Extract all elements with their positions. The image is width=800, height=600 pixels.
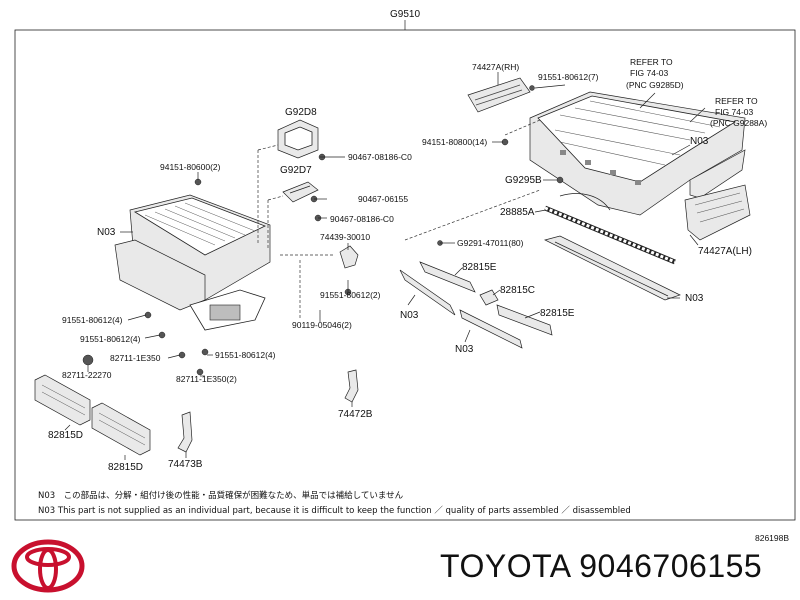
label-74472b: 74472B	[338, 409, 373, 420]
label-90467-08186-c0-a: 90467-08186-C0	[348, 152, 412, 162]
rail-n03	[544, 235, 681, 301]
label-82711-22270: 82711-22270	[62, 370, 112, 380]
assembly-code: G9510	[390, 9, 420, 20]
label-refer2-c: (PNC G9288A)	[710, 118, 767, 128]
label-n03-right: N03	[685, 293, 704, 304]
bus-bar-82815c	[479, 289, 499, 306]
label-91551-80612-4b: 91551-80612(4)	[80, 334, 141, 344]
bracket-g92d8	[277, 119, 319, 159]
wire-harness-28885a	[544, 193, 676, 265]
label-82815e-b: 82815E	[540, 308, 575, 319]
label-82815d-a: 82815D	[48, 430, 83, 441]
label-74473b: 74473B	[168, 459, 203, 470]
label-n03-mid1: N03	[400, 310, 419, 321]
label-g9295b: G9295B	[505, 175, 542, 186]
note-english: N03 This part is not supplied as an indi…	[38, 506, 631, 516]
label-n03-mid2: N03	[455, 344, 474, 355]
bracket-74439	[339, 245, 359, 269]
label-refer1-c: (PNC G9285D)	[626, 80, 684, 90]
leader-lines	[64, 72, 706, 460]
battery-module	[114, 194, 271, 331]
label-74439-30010: 74439-30010	[320, 232, 370, 242]
drawing-number: 826198B	[755, 533, 789, 543]
label-n03-top: N03	[690, 136, 709, 147]
bus-bar-82815d-b	[91, 402, 151, 456]
label-74427a-rh: 74427A(RH)	[472, 62, 519, 72]
bus-bar-82815e-a	[399, 261, 476, 316]
label-n03-left: N03	[97, 227, 116, 238]
bus-bar-82815d-a	[34, 374, 91, 426]
label-74427a-lh: 74427A(LH)	[698, 246, 752, 257]
label-91551-80612-4a: 91551-80612(4)	[62, 315, 123, 325]
label-91551-80612-4c: 91551-80612(4)	[215, 350, 276, 360]
label-90467-08186-c0-b: 90467-08186-C0	[330, 214, 394, 224]
bus-bar-82815e-b	[459, 304, 553, 349]
label-82815e-a: 82815E	[462, 262, 497, 273]
label-90467-06155: 90467-06155	[358, 194, 408, 204]
label-g92d8: G92D8	[285, 107, 317, 118]
note-japanese: N03 この部品は、分解・組付け後の性能・品質確保が困難なため、単品では補給して…	[38, 490, 404, 501]
label-91551-80612-2: 91551-80612(2)	[320, 290, 381, 300]
label-28885a: 28885A	[500, 207, 535, 218]
label-refer1-b: FIG 74-03	[630, 68, 669, 78]
toyota-logo	[11, 539, 85, 593]
label-82815c: 82815C	[500, 285, 535, 296]
label-90119-05046: 90119-05046(2)	[292, 320, 352, 330]
label-g9291-47011: G9291-47011(80)	[457, 238, 524, 248]
bracket-74427a-rh	[467, 77, 531, 113]
label-refer2-a: REFER TO	[715, 96, 758, 106]
bracket-g92d7	[282, 181, 319, 203]
label-94151-80600: 94151-80600(2)	[160, 162, 221, 172]
part-caption: TOYOTA 9046706155	[440, 548, 763, 584]
battery-cover	[529, 91, 746, 216]
label-82711-1e350: 82711-1E350	[110, 353, 161, 363]
bracket-74473b	[177, 411, 193, 453]
label-refer1-a: REFER TO	[630, 57, 673, 67]
label-82815d-b: 82815D	[108, 462, 143, 473]
part-labels: 74427A(RH) 91551-80612(7) REFER TO FIG 7…	[48, 57, 767, 473]
label-refer2-b: FIG 74-03	[715, 107, 754, 117]
label-g92d7: G92D7	[280, 165, 312, 176]
bracket-74427a-lh	[684, 184, 751, 241]
label-94151-80800: 94151-80800(14)	[422, 137, 487, 147]
label-91551-80612-7: 91551-80612(7)	[538, 72, 599, 82]
diagram-frame	[14, 29, 796, 521]
label-82711-1e350-2: 82711-1E350(2)	[176, 374, 237, 384]
bracket-74472b	[344, 369, 359, 403]
